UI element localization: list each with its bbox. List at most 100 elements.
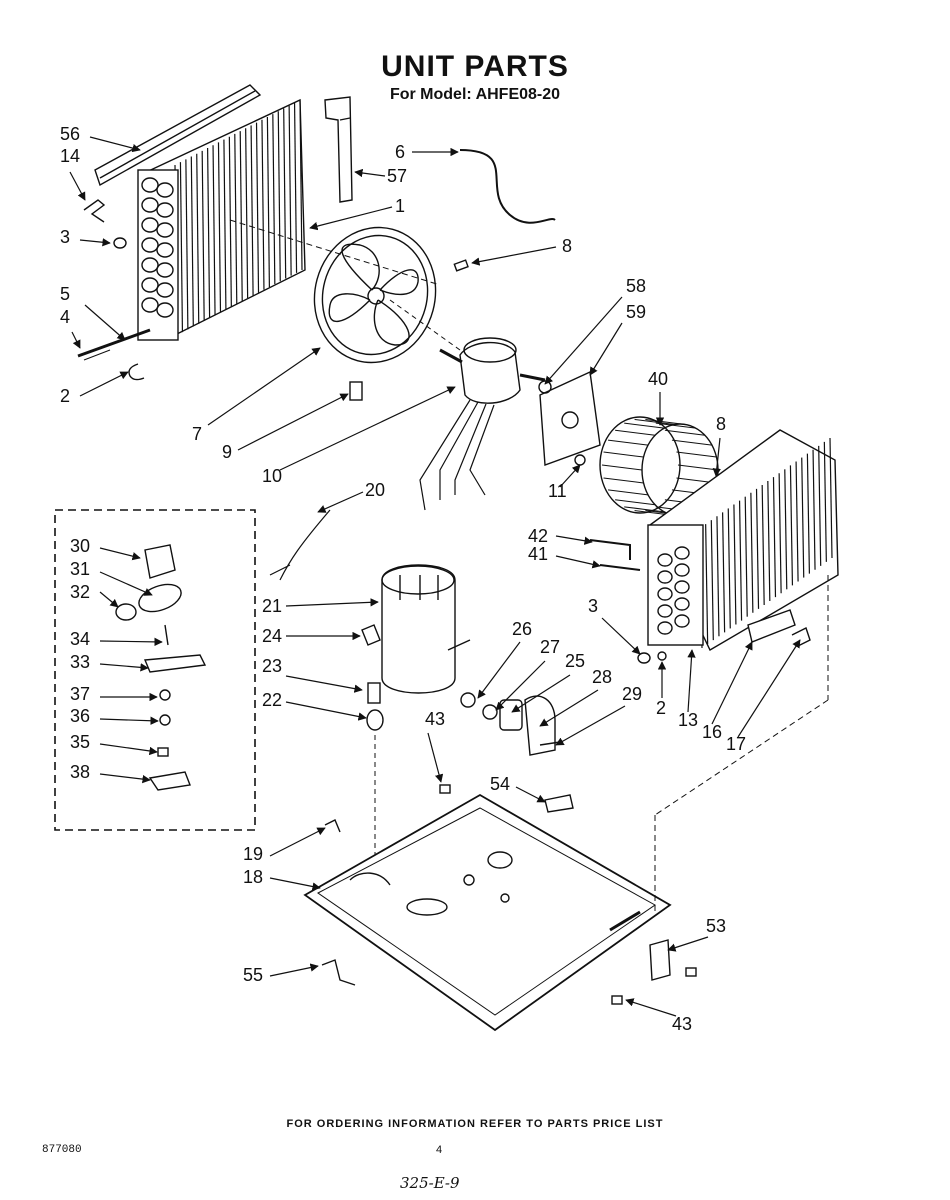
callout-number: 9: [222, 442, 232, 462]
callout-number: 1: [395, 196, 405, 216]
leader-line: [317, 491, 364, 513]
foam-block-part: [747, 609, 796, 643]
callout-number: 27: [540, 637, 560, 657]
callout-number: 38: [70, 762, 90, 782]
leader-line: [237, 393, 349, 451]
callout-number: 29: [622, 684, 642, 704]
screw-part: [685, 967, 697, 977]
discharge-tube-part: [599, 564, 641, 571]
leader-line: [269, 963, 319, 977]
callout-number: 18: [243, 867, 263, 887]
leader-line: [207, 347, 321, 426]
grommet-part: [637, 652, 651, 664]
callout-number: 20: [365, 480, 385, 500]
leader-line: [555, 535, 593, 545]
callout-number: 14: [60, 146, 80, 166]
callout-number: 22: [262, 690, 282, 710]
leader-line: [285, 598, 379, 607]
bracket-part: [324, 96, 353, 203]
callout-number: 28: [592, 667, 612, 687]
screw-part: [611, 995, 623, 1005]
leader-line: [309, 206, 393, 231]
leader-line: [89, 136, 141, 153]
leader-line: [495, 660, 546, 711]
handwritten-note: 325-E-9: [400, 1174, 460, 1192]
callout-number: 11: [548, 481, 567, 501]
leader-line: [99, 743, 158, 756]
leader-line: [515, 786, 546, 803]
callout-number: 6: [395, 142, 405, 162]
leader-line: [737, 639, 801, 738]
leader-line: [427, 732, 444, 783]
mounting-bracket-part: [649, 939, 671, 981]
set-screw-part: [453, 259, 469, 272]
capillary-tube-part: [459, 149, 556, 224]
callout-number: 40: [648, 369, 668, 389]
leader-line: [712, 437, 721, 477]
callout-number: 2: [60, 386, 70, 406]
leader-line: [555, 705, 626, 746]
callout-number: 23: [262, 656, 282, 676]
leader-line: [79, 371, 129, 397]
callout-number: 21: [262, 596, 282, 616]
leader-line: [99, 547, 141, 561]
callout-number: 13: [678, 710, 698, 730]
tube-parts: [77, 328, 151, 361]
callout-number: 7: [192, 424, 202, 444]
ordering-note: FOR ORDERING INFORMATION REFER TO PARTS …: [286, 1118, 664, 1130]
leader-line: [625, 998, 677, 1017]
leader-line: [71, 331, 81, 349]
compressor-mounts: [361, 624, 384, 731]
leader-line: [511, 674, 571, 713]
clip-part: [83, 199, 106, 223]
model-subtitle: For Model: AHFE08-20: [389, 86, 561, 103]
callout-number: 43: [425, 709, 445, 729]
callout-number: 8: [562, 236, 572, 256]
fan-motor: [419, 337, 546, 511]
callout-number: 53: [706, 916, 726, 936]
leader-line: [69, 171, 86, 201]
callout-number: 3: [588, 596, 598, 616]
condenser-coil: [137, 98, 306, 341]
screw-part: [439, 784, 451, 794]
leader-line: [285, 675, 363, 693]
callout-number: 37: [70, 684, 90, 704]
callout-number: 16: [702, 722, 722, 742]
leader-line: [471, 246, 557, 266]
callout-number: 4: [60, 307, 70, 327]
leader-line: [269, 877, 321, 891]
evaporator-coil: [647, 429, 839, 651]
tube-clip-part: [128, 363, 145, 381]
document-number: 877080: [42, 1144, 82, 1156]
compressor: [381, 564, 471, 694]
leader-line: [99, 591, 119, 608]
leader-line: [79, 238, 111, 247]
grommet-part: [657, 651, 667, 661]
callout-number: 17: [726, 734, 746, 754]
leader-line: [601, 617, 641, 655]
callout-number: 3: [60, 227, 70, 247]
callout-number: 24: [262, 626, 282, 646]
overload-assembly: [460, 692, 561, 756]
callout-number: 36: [70, 706, 90, 726]
callout-number: 8: [716, 414, 726, 434]
callout-number: 34: [70, 629, 90, 649]
callout-number: 56: [60, 124, 80, 144]
leader-line: [99, 637, 163, 647]
small-clip-part: [324, 819, 341, 833]
callout-number: 57: [387, 166, 407, 186]
top-brace-part: [94, 84, 262, 187]
suction-tube-part: [589, 539, 631, 560]
leader-line: [99, 716, 159, 725]
wire-harness-part: [269, 509, 331, 581]
condenser-fan: [313, 226, 437, 364]
leader-line: [687, 649, 696, 713]
leader-line: [99, 571, 153, 596]
callout-number: 41: [528, 544, 548, 564]
callout-number: 31: [70, 559, 90, 579]
leader-line: [539, 689, 599, 727]
callout-number: 19: [243, 844, 263, 864]
leader-line: [589, 322, 623, 376]
leader-line: [279, 386, 456, 471]
